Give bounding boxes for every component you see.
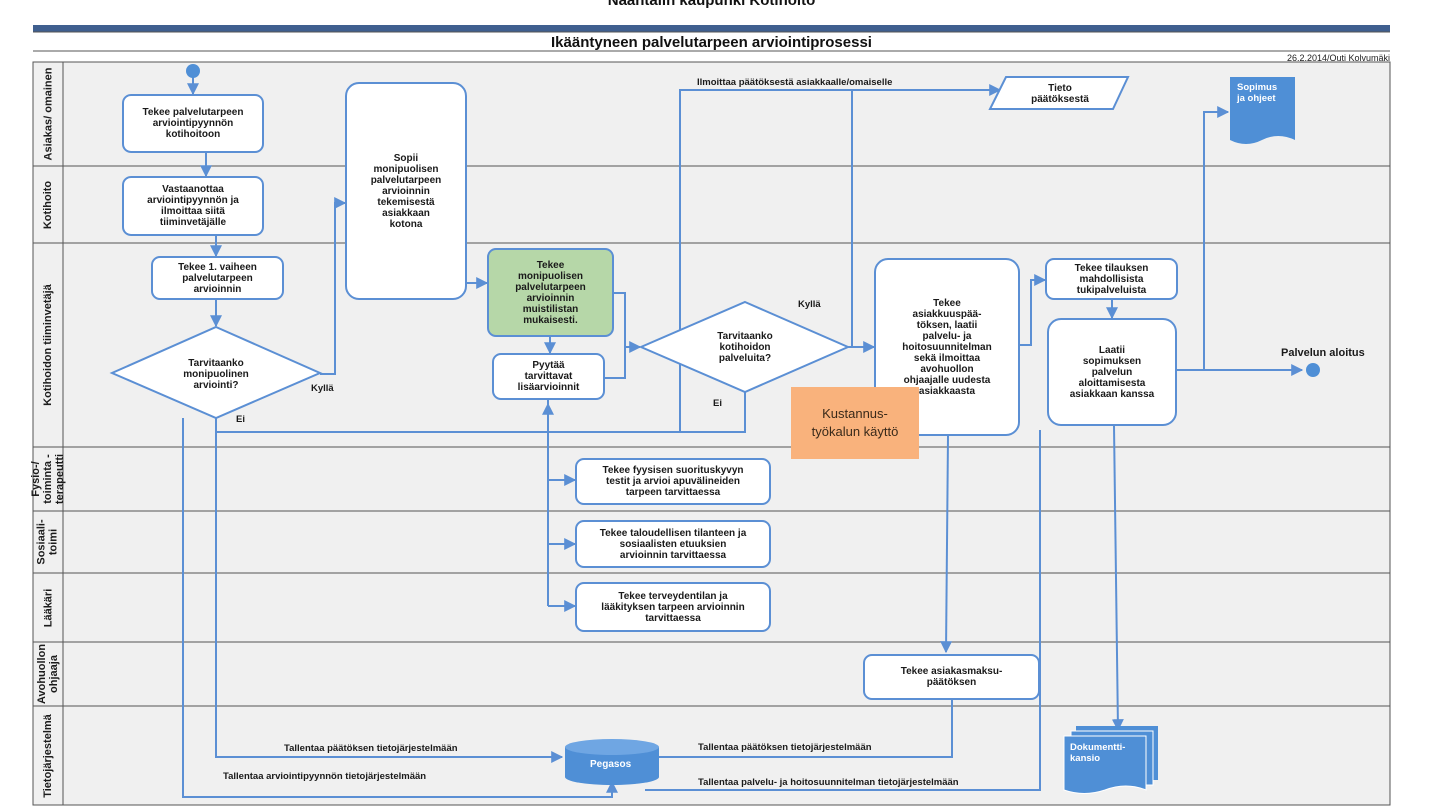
edge-label-save-request: Tallentaa arviointipyynnön tietojärjeste… — [223, 771, 427, 782]
info-label: Tieto päätöksestä — [1031, 82, 1089, 105]
edge-label-start-service: Palvelun aloitus — [1281, 347, 1365, 359]
contract-doc-label: Sopimus ja ohjeet — [1237, 82, 1278, 104]
decision-label-1: Tarvitaanko monipuolinen arviointi? — [183, 357, 249, 391]
pegasos-label: Pegasos — [590, 759, 632, 770]
doc-date-author: 26.2.2014/Outi Kolvumäki — [1286, 53, 1390, 63]
decision-label-2: Tarvitaanko kotihoidon palveluita? — [717, 330, 773, 364]
edge-label-inform: Ilmoittaa päätöksestä asiakkaalle/omaise… — [697, 77, 893, 88]
contract-doc-shape — [1230, 77, 1295, 144]
folder-doc-label: Dokumentti- kansio — [1070, 742, 1126, 764]
box-additional: Pyytää tarvittavat lisäarvioinnit — [492, 353, 605, 400]
edge-label-yes-1: Kyllä — [311, 383, 334, 394]
box-agree: Sopii monipuolisen palvelutarpeen arvioi… — [345, 82, 467, 300]
box-contract: Laatii sopimuksen palvelun aloittamisest… — [1047, 318, 1177, 426]
box-physio: Tekee fyysisen suorituskyvyn testit ja a… — [575, 458, 771, 505]
page-header: Naantalin kaupunki Kotihoito Ikääntyneen… — [33, 0, 1390, 63]
pegasos-db-shape — [565, 739, 659, 785]
box-fee: Tekee asiakasmaksu- päätöksen — [863, 654, 1040, 700]
lane-label-sosiaali: Sosiaali- toimi — [36, 519, 60, 565]
doc-title: Ikääntyneen palvelutarpeen arviointipros… — [551, 34, 872, 51]
cost-tool-note: Kustannus- työkalun käyttö — [791, 387, 919, 459]
lane-label-avohuolto: Avohuollon ohjaaja — [36, 643, 60, 705]
box-multi-assessment: Tekee monipuolisen palvelutarpeen arvioi… — [487, 248, 614, 337]
header-top-bar — [33, 25, 1390, 32]
box-social: Tekee taloudellisen tilanteen ja sosiaal… — [575, 520, 771, 568]
decision-diamond-2 — [638, 300, 851, 394]
folder-doc-shape — [1063, 726, 1158, 794]
edge-label-save-decision-1: Tallentaa päätöksen tietojärjestelmään — [284, 743, 458, 754]
lane-label-kotihoito: Kotihoito — [42, 180, 55, 229]
info-parallelogram — [988, 76, 1130, 110]
doc-title-clipped: Naantalin kaupunki Kotihoito — [607, 0, 816, 9]
edge-label-no-2: Ei — [713, 398, 722, 409]
box-phase1: Tekee 1. vaiheen palvelutarpeen arvioinn… — [151, 256, 284, 300]
box-request: Tekee palvelutarpeen arviointipyynnön ko… — [122, 94, 264, 153]
lane-label-fysio: Fysio-/ toiminta - terapeutti — [30, 453, 66, 505]
box-order: Tekee tilauksen mahdollisista tukipalvel… — [1045, 258, 1178, 300]
edge-label-save-plan: Tallentaa palvelu- ja hoitosuunnitelman … — [698, 777, 959, 788]
lane-label-laakari: Lääkäri — [42, 588, 54, 627]
edge-label-save-decision-2: Tallentaa päätöksen tietojärjestelmään — [698, 742, 872, 753]
edge-label-no-1: Ei — [236, 414, 245, 425]
lanes-area — [32, 61, 1391, 806]
edge-label-yes-2: Kyllä — [798, 299, 821, 310]
end-node — [1306, 363, 1320, 377]
lane-label-asiakas: Asiakas/ omainen — [42, 67, 54, 161]
box-receive: Vastaanottaa arviointipyynnön ja ilmoitt… — [122, 176, 264, 236]
decision-diamond-1 — [109, 325, 323, 420]
start-node — [186, 64, 200, 78]
lane-label-tiiminvetaja: Kotihoidon tiiminvetäjä — [42, 284, 54, 406]
box-doctor: Tekee terveydentilan ja lääkityksen tarp… — [575, 582, 771, 632]
lane-label-tietojarjestelma: Tietojärjestelmä — [42, 713, 54, 798]
